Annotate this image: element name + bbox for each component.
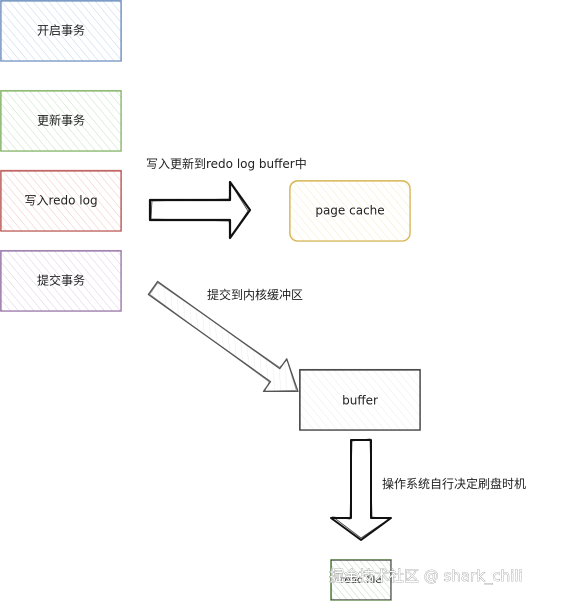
buffer-box: buffer [299,368,421,431]
write-to-buffer-note: 写入更新到redo log buffer中 [146,156,307,171]
write-redo-log-label: 写入redo log [24,194,97,208]
commit-transaction-box: 提交事务 [0,249,122,312]
start-transaction-box: 开启事务 [0,0,122,62]
buffer-to-redo-file-arrow [330,438,392,541]
commit-to-buffer-arrow [147,280,299,393]
start-transaction-label: 开启事务 [37,23,85,38]
redo-file-label: redo file [341,575,382,586]
page-cache-label: page cache [315,204,384,218]
write-redo-log-box: 写入redo log [0,169,122,232]
update-transaction-box: 更新事务 [0,89,122,152]
os-flush-note: 操作系统自行决定刷盘时机 [382,476,526,491]
commit-transaction-label: 提交事务 [37,273,85,288]
redo-file-box: redo file [330,559,392,601]
buffer-label: buffer [342,394,378,408]
update-transaction-label: 更新事务 [37,113,85,128]
page-cache-box: page cache [289,179,411,242]
commit-to-kernel-note: 提交到内核缓冲区 [207,287,303,302]
write-to-page-cache-arrow [148,180,252,240]
watermark: 掘金技术社区 @ shark_chili [329,567,523,586]
